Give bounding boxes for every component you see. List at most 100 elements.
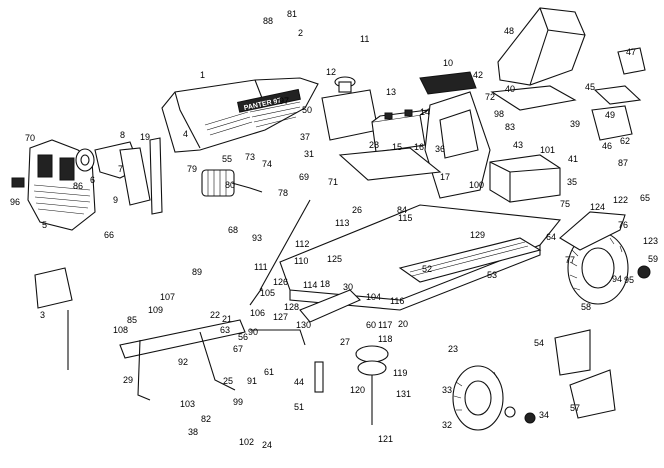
callout-22: 22 [210, 310, 220, 320]
callout-99: 99 [233, 397, 243, 407]
callout-130: 130 [296, 320, 311, 330]
callout-18: 18 [320, 279, 330, 289]
air-filter-part [201, 169, 263, 197]
callout-96: 96 [10, 197, 20, 207]
callout-93: 93 [252, 233, 262, 243]
front-bracket-part [34, 267, 73, 370]
callout-67: 67 [233, 344, 243, 354]
callout-20: 20 [398, 319, 408, 329]
callout-101: 101 [540, 145, 555, 155]
callout-37: 37 [300, 132, 310, 142]
pulley-assembly-part [314, 345, 389, 425]
callout-79: 79 [187, 164, 197, 174]
callout-59: 59 [648, 254, 658, 264]
rear-fender-part [559, 211, 626, 251]
callout-13: 13 [386, 87, 396, 97]
callout-26: 26 [352, 205, 362, 215]
callout-42: 42 [473, 70, 483, 80]
callout-15: 15 [392, 142, 402, 152]
callout-19: 19 [140, 132, 150, 142]
callout-115: 115 [398, 213, 412, 223]
callout-82: 82 [201, 414, 211, 424]
callout-44: 44 [294, 377, 304, 387]
chassis-deck-part [279, 204, 562, 323]
callout-119: 119 [393, 368, 407, 378]
callout-92: 92 [178, 357, 188, 367]
callout-124: 124 [590, 202, 605, 212]
callout-11: 11 [360, 34, 369, 44]
callout-103: 103 [180, 399, 195, 409]
callout-31: 31 [304, 149, 314, 159]
callout-118: 118 [378, 334, 392, 344]
callout-68: 68 [228, 225, 238, 235]
callout-62: 62 [620, 136, 630, 146]
callout-111: 111 [254, 262, 268, 272]
callout-80: 80 [225, 180, 235, 190]
callout-95: 95 [624, 275, 634, 285]
callout-90: 90 [248, 327, 258, 337]
callout-75: 75 [560, 199, 570, 209]
callout-100: 100 [469, 180, 484, 190]
callout-4: 4 [183, 129, 188, 139]
callout-28: 28 [369, 140, 379, 150]
callout-112: 112 [295, 239, 309, 249]
callout-24: 24 [262, 440, 272, 450]
callout-35: 35 [567, 177, 577, 187]
callout-85: 85 [127, 315, 137, 325]
callout-58: 58 [581, 302, 591, 312]
callout-89: 89 [192, 267, 202, 277]
callout-65: 65 [640, 193, 650, 203]
callout-39: 39 [570, 119, 580, 129]
callout-41: 41 [568, 154, 578, 164]
callout-43: 43 [513, 140, 523, 150]
callout-121: 121 [378, 434, 393, 444]
callout-49: 49 [605, 110, 615, 120]
callout-113: 113 [335, 218, 349, 228]
callout-38: 38 [188, 427, 198, 437]
callout-108: 108 [113, 325, 128, 335]
battery-part [371, 109, 429, 153]
callout-23: 23 [448, 344, 458, 354]
dash-frame-part [338, 91, 491, 199]
callout-78: 78 [278, 188, 288, 198]
callout-1: 1 [200, 70, 205, 80]
callout-61: 61 [264, 367, 274, 377]
callout-34: 34 [539, 410, 549, 420]
callout-5: 5 [42, 220, 47, 230]
callout-54: 54 [534, 338, 544, 348]
callout-60: 60 [366, 320, 376, 330]
callout-117: 117 [378, 320, 392, 330]
callout-70: 70 [25, 133, 35, 143]
callout-50: 50 [302, 105, 312, 115]
callout-128: 128 [284, 302, 299, 312]
callout-10: 10 [443, 58, 453, 68]
callout-73: 73 [245, 152, 255, 162]
callout-21: 21 [222, 314, 232, 324]
front-wheel-part [452, 365, 536, 431]
steering-column-part [249, 199, 311, 306]
callout-87: 87 [618, 158, 628, 168]
callout-9: 9 [113, 195, 118, 205]
callout-98: 98 [494, 109, 504, 119]
callout-45: 45 [585, 82, 595, 92]
callout-102: 102 [239, 437, 254, 447]
callout-94: 94 [612, 274, 622, 284]
callout-91: 91 [247, 376, 257, 386]
callout-3: 3 [40, 310, 45, 320]
hood-grille [204, 101, 301, 136]
callout-2: 2 [298, 28, 303, 38]
callout-129: 129 [470, 230, 485, 240]
callout-116: 116 [390, 296, 404, 306]
callout-36: 36 [435, 144, 445, 154]
callout-29: 29 [123, 375, 133, 385]
callout-71: 71 [328, 177, 338, 187]
callout-84: 84 [397, 205, 407, 215]
callout-46: 46 [602, 141, 612, 151]
callout-27: 27 [340, 337, 350, 347]
callout-105: 105 [260, 288, 275, 298]
callout-32: 32 [442, 420, 452, 430]
callout-33: 33 [442, 385, 452, 395]
callout-114: 114 [303, 280, 317, 290]
callout-72: 72 [485, 92, 495, 102]
